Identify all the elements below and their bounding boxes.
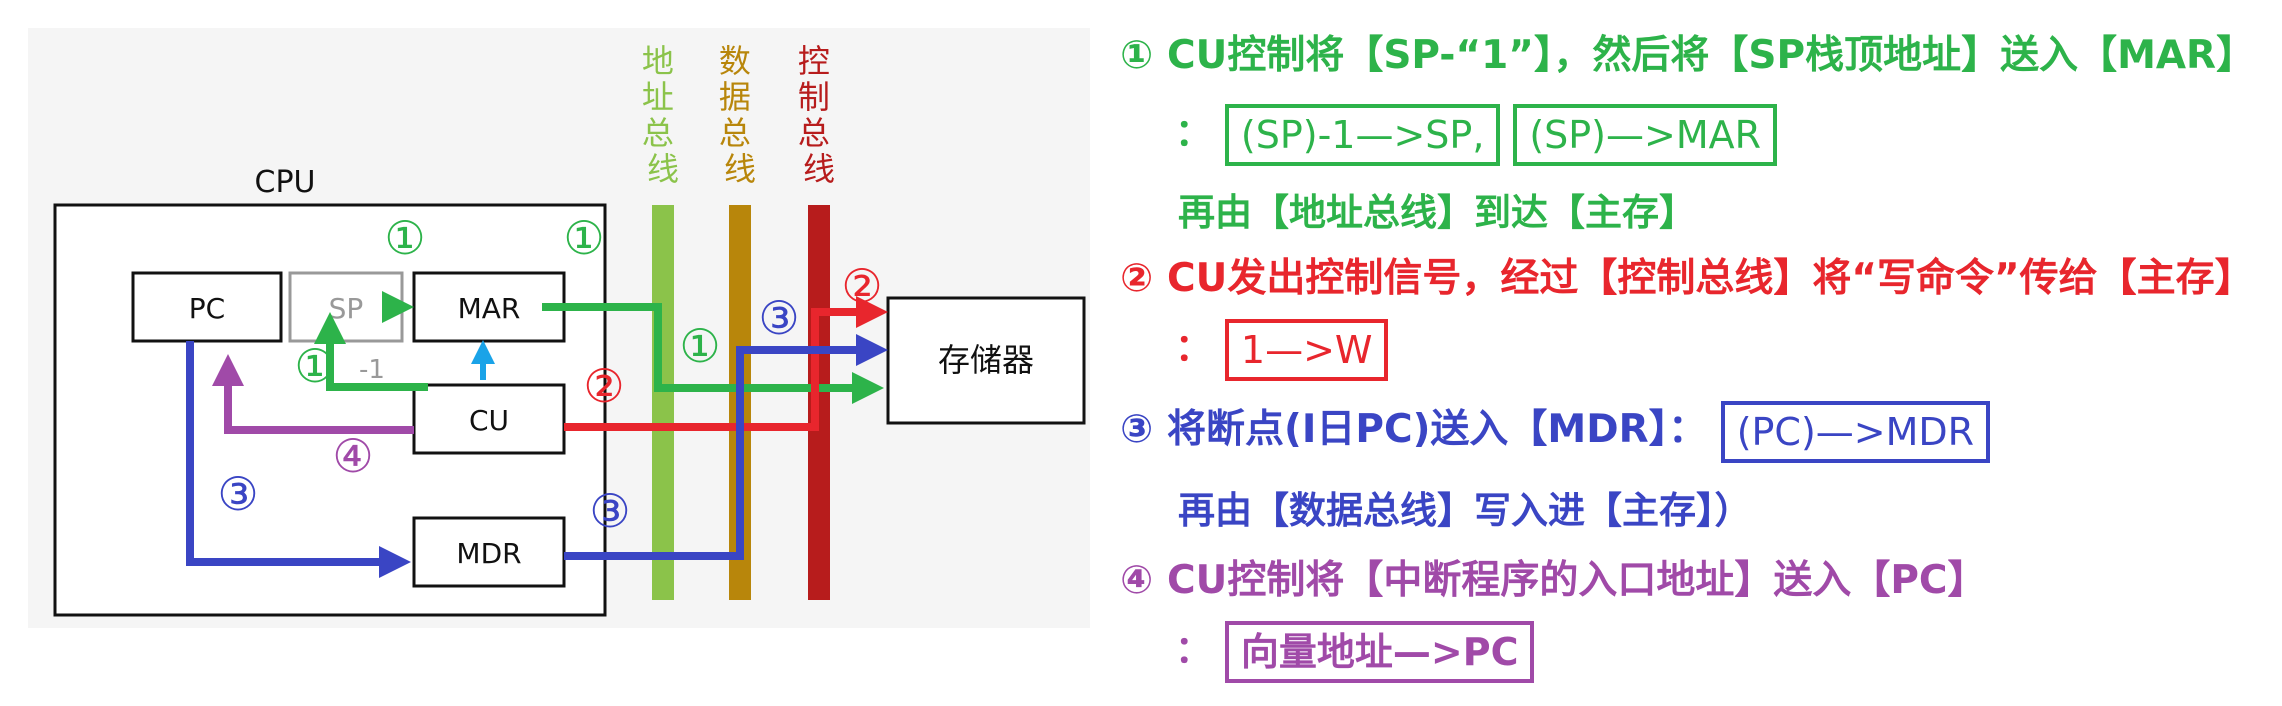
- mdr-register: [412, 516, 566, 588]
- step-1-formula-row: ： (SP)-1—>SP, (SP)—>MAR: [1175, 102, 1778, 166]
- step-4-formula-row: ： 向量地址—>PC: [1175, 619, 1535, 683]
- marker-1-mar-out: ①: [563, 211, 604, 265]
- blue-pc-to-mdr-arrow: [186, 341, 411, 578]
- step-2-formula-row: ： 1—>W: [1175, 317, 1389, 381]
- step-1-formula-box-1: (SP)-1—>SP,: [1224, 103, 1501, 166]
- cpu-label: CPU: [255, 165, 316, 200]
- step-4-formula-box: 向量地址—>PC: [1224, 620, 1535, 683]
- step-4-text: CU控制将【中断程序的入口地址】送入【PC】: [1167, 558, 1987, 603]
- data-bus-label: 数 据 总 线: [719, 42, 761, 188]
- address-bus-char-1: 地: [642, 42, 674, 80]
- minus-one-label: -1: [359, 355, 385, 385]
- address-bus-char-4: 线: [647, 150, 679, 188]
- marker-2-memory: ②: [841, 259, 882, 313]
- step-4-heading: ④ CU控制将【中断程序的入口地址】送入【PC】: [1120, 549, 1987, 605]
- control-bus-char-4: 线: [803, 150, 835, 188]
- data-bus-char-1: 数: [719, 42, 751, 80]
- address-bus-char-3: 总: [642, 114, 674, 152]
- step-2-number: ②: [1120, 256, 1154, 301]
- pc-label: PC: [189, 292, 225, 325]
- step-3-line2: 再由【数据总线】写入进【主存】）: [1178, 489, 1752, 532]
- step-1-formula-box-2: (SP)—>MAR: [1513, 103, 1778, 166]
- step-1-line3: 再由【地址总线】到达【主存】: [1178, 191, 1696, 234]
- step-1-colon: ：: [1175, 111, 1212, 154]
- data-bus-char-3: 总: [719, 114, 751, 152]
- green-mar-to-memory-arrow: [542, 303, 884, 404]
- step-3-text: 将断点(I日PC)送入【MDR】：: [1167, 407, 1708, 452]
- step-2-colon: ：: [1175, 326, 1212, 369]
- step-3-formula-box: (PC)—>MDR: [1720, 400, 1991, 463]
- control-bus-label: 控 制 总 线: [798, 42, 840, 188]
- step-1-heading: ① CU控制将【SP-“1”】，然后将【SP栈顶地址】送入【MAR】: [1120, 24, 2255, 80]
- step-4-colon: ：: [1175, 628, 1212, 671]
- address-bus-label: 地 址 总 线: [642, 42, 684, 188]
- control-bus-char-1: 控: [798, 42, 830, 80]
- step-4-number: ④: [1120, 558, 1154, 603]
- marker-1-sp-mar: ①: [384, 211, 425, 265]
- green-cu-to-sp-arrow: [314, 312, 428, 391]
- marker-4-cu-pc: ④: [332, 429, 373, 483]
- step-3-number: ③: [1120, 407, 1154, 452]
- marker-1-bus: ①: [679, 319, 720, 373]
- blue-mdr-to-memory-arrow: [564, 334, 888, 560]
- step-2-formula-box: 1—>W: [1224, 318, 1389, 381]
- step-1-number: ①: [1120, 33, 1154, 78]
- mar-register: [412, 271, 566, 343]
- mar-label: MAR: [458, 292, 521, 325]
- marker-3-pc: ③: [217, 467, 258, 521]
- step-3-heading: ③ 将断点(I日PC)送入【MDR】： (PC)—>MDR: [1120, 398, 1991, 463]
- step-2-heading: ② CU发出控制信号，经过【控制总线】将“写命令”传给【主存】: [1120, 247, 2254, 303]
- data-bus-char-2: 据: [719, 78, 751, 116]
- step-1-text: CU控制将【SP-“1”】，然后将【SP栈顶地址】送入【MAR】: [1167, 33, 2256, 78]
- red-cu-to-memory-arrow: [564, 296, 888, 431]
- cu-label: CU: [469, 404, 509, 437]
- sp-label: SP: [329, 292, 364, 325]
- address-bus: [652, 205, 674, 600]
- cu-register: [412, 383, 566, 455]
- marker-2-cu: ②: [583, 359, 624, 413]
- memory-box: [886, 296, 1086, 425]
- control-bus-char-2: 制: [798, 78, 830, 116]
- control-bus-char-3: 总: [798, 114, 830, 152]
- memory-label: 存储器: [938, 341, 1034, 379]
- purple-cu-to-pc-arrow: [212, 354, 414, 434]
- marker-1-cu-sp: ①: [294, 339, 335, 393]
- diagram-canvas: CPU 地 址 总 线 数 据 总 线 控 制 总 线 存储器 PC: [28, 28, 1090, 628]
- mdr-label: MDR: [456, 537, 521, 570]
- cpu-memory-diagram: CPU 地 址 总 线 数 据 总 线 控 制 总 线 存储器 PC: [0, 0, 1110, 706]
- pc-register: [131, 271, 283, 343]
- marker-3-bus: ③: [758, 291, 799, 345]
- marker-3-mdr: ③: [589, 484, 630, 538]
- data-bus-char-4: 线: [724, 150, 756, 188]
- address-bus-char-2: 址: [642, 78, 674, 116]
- step-2-text: CU发出控制信号，经过【控制总线】将“写命令”传给【主存】: [1167, 256, 2254, 301]
